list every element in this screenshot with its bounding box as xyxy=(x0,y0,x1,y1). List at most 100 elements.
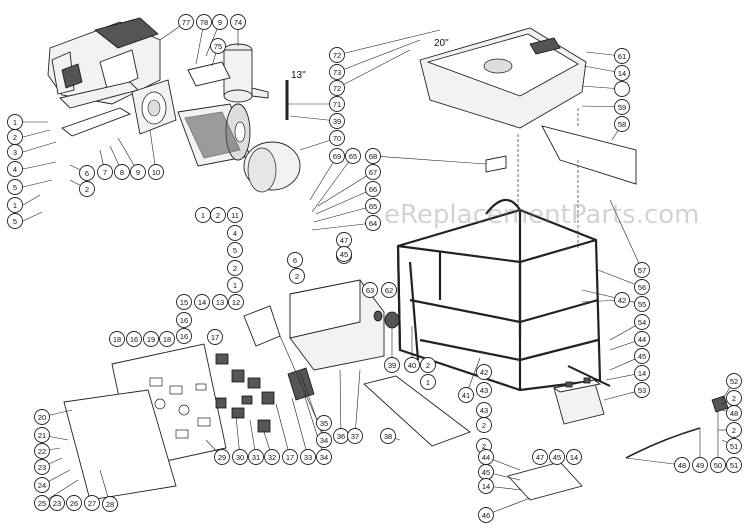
callout-number: 16 xyxy=(180,332,188,341)
callout-30: 30 xyxy=(232,449,248,465)
callout-8: 8 xyxy=(114,164,130,180)
callout-number: 74 xyxy=(234,18,242,27)
callout-number: 21 xyxy=(38,431,46,440)
callout-number: 23 xyxy=(38,463,46,472)
callout-number: 78 xyxy=(200,18,208,27)
callout-number: 16 xyxy=(130,335,138,344)
callout-number: 52 xyxy=(730,377,738,386)
callout-49: 49 xyxy=(692,457,708,473)
callout-13: 13 xyxy=(212,294,228,310)
callout-42: 42 xyxy=(476,364,492,380)
panel-overlay xyxy=(63,389,177,501)
callout-number: 4 xyxy=(233,229,237,238)
callout-71: 71 xyxy=(329,96,345,112)
battery-cable xyxy=(625,427,701,459)
callout-31: 31 xyxy=(248,449,264,465)
callout-70: 70 xyxy=(329,130,345,146)
callout-number: 68 xyxy=(369,152,377,161)
callout-28: 28 xyxy=(102,496,118,512)
callout-number: 45 xyxy=(482,468,490,477)
receptacles xyxy=(215,353,275,433)
callout-number: 77 xyxy=(182,18,190,27)
callout-48: 48 xyxy=(726,405,742,421)
callout-number: 35 xyxy=(320,419,328,428)
callout-number: 44 xyxy=(638,335,646,344)
callout-14: 14 xyxy=(566,449,582,465)
callout-number: 33 xyxy=(304,453,312,462)
callout-16: 16 xyxy=(126,331,142,347)
callout-2: 2 xyxy=(210,207,226,223)
adapter-plate xyxy=(131,79,177,135)
callout-12: 12 xyxy=(228,294,244,310)
callout-16: 16 xyxy=(176,328,192,344)
callout-number: 38 xyxy=(384,432,392,441)
callout-43: 43 xyxy=(476,402,492,418)
callout-number: 46 xyxy=(482,511,490,520)
engine xyxy=(47,17,161,109)
callout-number: 39 xyxy=(333,117,341,126)
muffler xyxy=(223,43,269,103)
callout-number: 3 xyxy=(13,148,17,157)
callout-53: 53 xyxy=(634,382,650,398)
callout-number: 73 xyxy=(333,68,341,77)
callout-number: 14 xyxy=(618,69,626,78)
callout-2: 2 xyxy=(420,357,436,373)
callout-number: 2 xyxy=(13,133,17,142)
tank-strap xyxy=(541,125,637,185)
callout-23: 23 xyxy=(49,495,65,511)
callout-62: 62 xyxy=(381,282,397,298)
callout-34: 34 xyxy=(316,449,332,465)
callout-10: 10 xyxy=(148,164,164,180)
callout-16: 16 xyxy=(176,312,192,328)
callout-number: 48 xyxy=(730,409,738,418)
callout-number: 65 xyxy=(349,152,357,161)
callout-11: 11 xyxy=(227,207,243,223)
callout-number: 5 xyxy=(13,217,17,226)
callout-number: 4 xyxy=(13,165,17,174)
callout-number: 2 xyxy=(426,361,430,370)
callout-3: 3 xyxy=(7,144,23,160)
callout-51: 51 xyxy=(726,438,742,454)
callout-number: 58 xyxy=(618,120,626,129)
callout-number: 54 xyxy=(638,318,646,327)
callout-number: 14 xyxy=(570,453,578,462)
callout-number: 47 xyxy=(340,236,348,245)
callout-number: 1 xyxy=(13,201,17,210)
callout-14: 14 xyxy=(478,478,494,494)
callout-number: 26 xyxy=(70,499,78,508)
callout-77: 77 xyxy=(178,14,194,30)
callout-number: 56 xyxy=(638,283,646,292)
callout-7: 7 xyxy=(97,164,113,180)
callout-number: 14 xyxy=(638,369,646,378)
callout-66: 66 xyxy=(365,181,381,197)
callout-number: 2 xyxy=(85,185,89,194)
callout-number: 9 xyxy=(136,168,140,177)
callout-72: 72 xyxy=(329,80,345,96)
callout-1: 1 xyxy=(7,114,23,130)
callout-number: 25 xyxy=(38,499,46,508)
callout-29: 29 xyxy=(214,449,230,465)
callout-48: 48 xyxy=(674,457,690,473)
callout-number: 64 xyxy=(369,219,377,228)
callout-44: 44 xyxy=(478,449,494,465)
starter-solenoid xyxy=(711,395,729,413)
callout-number: 59 xyxy=(618,103,626,112)
callout-39: 39 xyxy=(384,357,400,373)
callout-43: 43 xyxy=(476,382,492,398)
callout-45: 45 xyxy=(634,348,650,364)
callout-number: 2 xyxy=(216,211,220,220)
callout-22: 22 xyxy=(34,443,50,459)
callout-50: 50 xyxy=(710,457,726,473)
callout-number: 27 xyxy=(88,499,96,508)
callout-52: 52 xyxy=(726,373,742,389)
callout-47: 47 xyxy=(532,449,548,465)
callout-number: 62 xyxy=(385,286,393,295)
callout-number: 6 xyxy=(293,256,297,265)
callout-number: 17 xyxy=(211,333,219,342)
callout-number: 37 xyxy=(351,432,359,441)
callout-number: 12 xyxy=(232,298,240,307)
callout-68: 68 xyxy=(365,148,381,164)
engine-mount-bracket xyxy=(61,107,132,137)
